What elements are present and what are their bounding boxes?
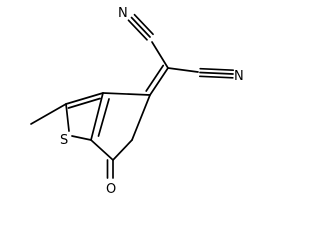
ring-bond-c6-c6a (90, 139, 114, 161)
fused-double-bond (90, 92, 110, 141)
atom-label-sulfur: S (60, 133, 68, 148)
nitrile-triple-bond-2 (198, 67, 235, 79)
exocyclic-double-bond (145, 64, 169, 96)
nitrile-triple-bond-1 (127, 13, 154, 41)
atom-label-oxygen: O (106, 182, 116, 197)
chemical-structure: N N S O (30, 6, 244, 197)
atom-label-nitrile-n-2: N (234, 69, 244, 84)
ketone-double-bond (106, 159, 114, 179)
nitrile-bond-2-to-center (167, 67, 199, 73)
nitrile-bond-1-to-center (151, 41, 169, 69)
methyl-bond (30, 103, 67, 125)
thiophene-double-bond (65, 92, 104, 109)
ring-bond-c4-c3a (102, 92, 151, 96)
thiophene-bond-c2-s (65, 103, 70, 132)
ring-bond-c5-c6 (112, 139, 133, 161)
thiophene-bond-s-c6a (71, 135, 92, 141)
ring-bond-c4-c5 (131, 94, 151, 141)
atom-label-nitrile-n-1: N (118, 6, 128, 21)
